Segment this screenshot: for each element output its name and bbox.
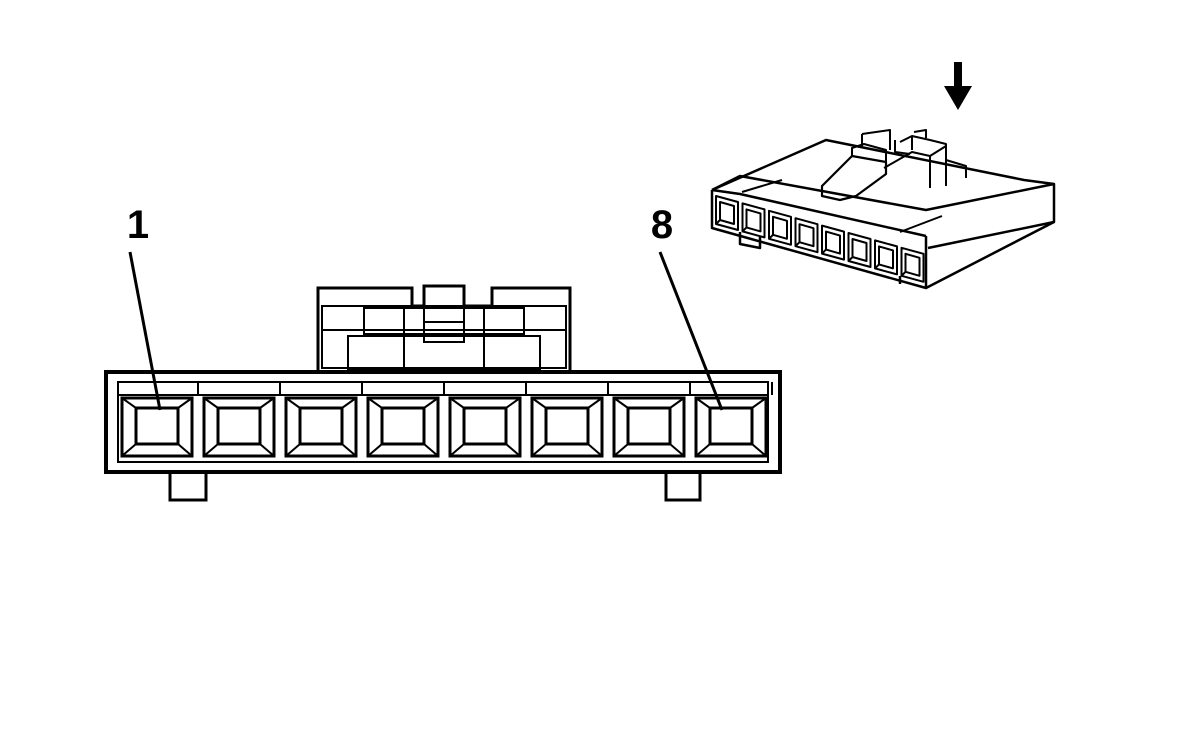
isometric-pin-cavity: [821, 224, 845, 261]
isometric-pin-cavity: [768, 209, 792, 246]
pin-cavity: [366, 382, 445, 458]
pin-cavities: [120, 382, 773, 458]
isometric-pin-cavity: [874, 239, 898, 276]
leader-line-first: [128, 251, 162, 411]
connector-foot-right: [664, 472, 702, 502]
connector-foot-left: [168, 472, 208, 502]
connector-front-view: [104, 284, 782, 502]
isometric-pin-cavities: [715, 195, 925, 283]
pin-cavity: [612, 382, 691, 458]
pin-label-first: 1: [127, 203, 149, 247]
connector-isometric-view: [710, 129, 1056, 290]
leader-line-last: [658, 251, 724, 411]
pin-cavity: [530, 382, 609, 458]
isometric-pin-cavity: [715, 195, 739, 231]
pin-cavity: [284, 382, 363, 458]
pin-callouts: 1 8: [127, 203, 724, 411]
isometric-pin-cavity: [741, 202, 766, 239]
isometric-pin-cavity: [900, 246, 925, 283]
pin-cavity: [694, 382, 773, 458]
pin-label-last: 8: [651, 203, 673, 247]
down-arrow-icon: [944, 62, 972, 110]
pin-cavity: [202, 382, 281, 458]
pin-cavity: [448, 382, 527, 458]
isometric-pin-cavity: [847, 232, 872, 268]
pin-cavity: [120, 382, 199, 458]
connector-latch: [316, 284, 572, 372]
isometric-pin-cavity: [794, 217, 819, 254]
connector-housing: [104, 370, 782, 474]
